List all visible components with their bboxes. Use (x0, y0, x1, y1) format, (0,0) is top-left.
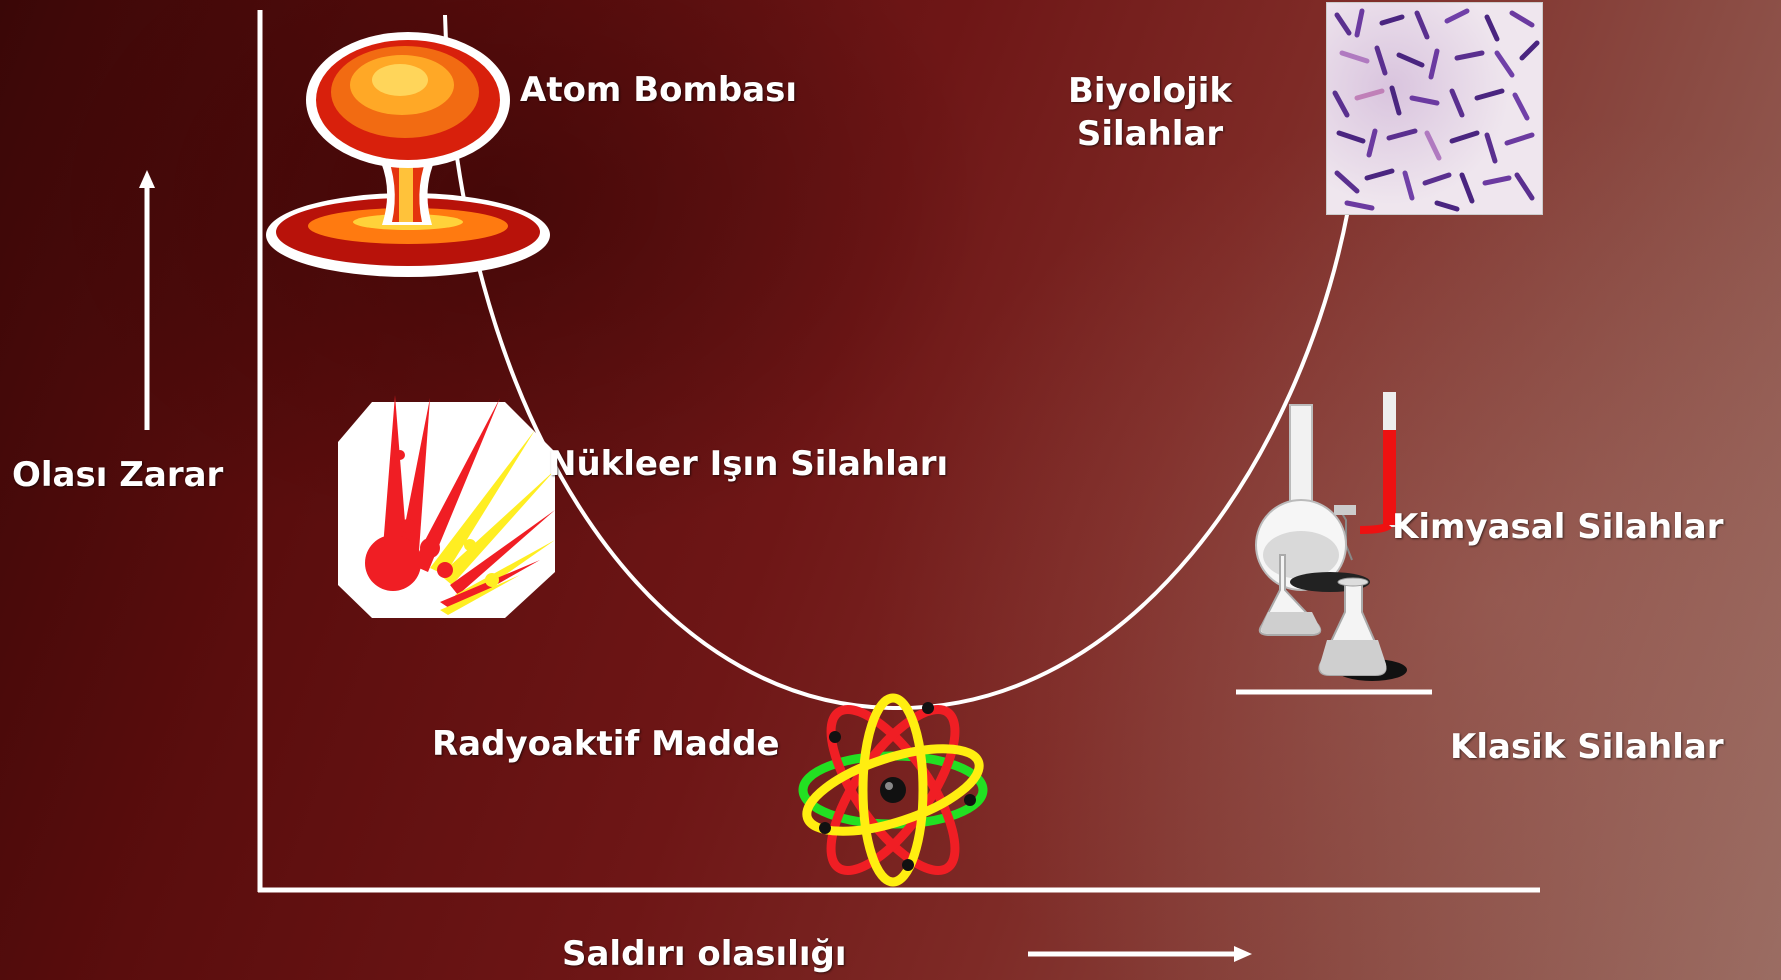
explosion-icon (338, 395, 555, 618)
right-arrow-icon (1028, 946, 1252, 962)
lab-flasks-icon (1236, 392, 1432, 695)
bio-label-line2: Silahlar (1076, 114, 1224, 154)
atom-bomb-label: Atom Bombası (520, 70, 798, 110)
classic-weapons-label: Klasik Silahlar (1450, 727, 1724, 767)
x-axis-label: Saldırı olasılığı (562, 934, 847, 974)
chemical-weapons-label: Kimyasal Silahlar (1392, 507, 1724, 547)
y-axis-label: Olası Zarar (12, 455, 224, 495)
nuclear-beam-label: Nükleer Işın Silahları (548, 444, 949, 484)
bio-weapons-label: Biyolojik Silahlar (1040, 70, 1260, 156)
mushroom-cloud-icon (266, 32, 550, 277)
radioactive-material-label: Radyoaktif Madde (432, 724, 780, 764)
atom-icon (798, 693, 988, 887)
bio-label-line1: Biyolojik (1067, 71, 1233, 111)
up-arrow-icon (139, 170, 155, 430)
bacteria-micrograph-image (1326, 2, 1543, 215)
